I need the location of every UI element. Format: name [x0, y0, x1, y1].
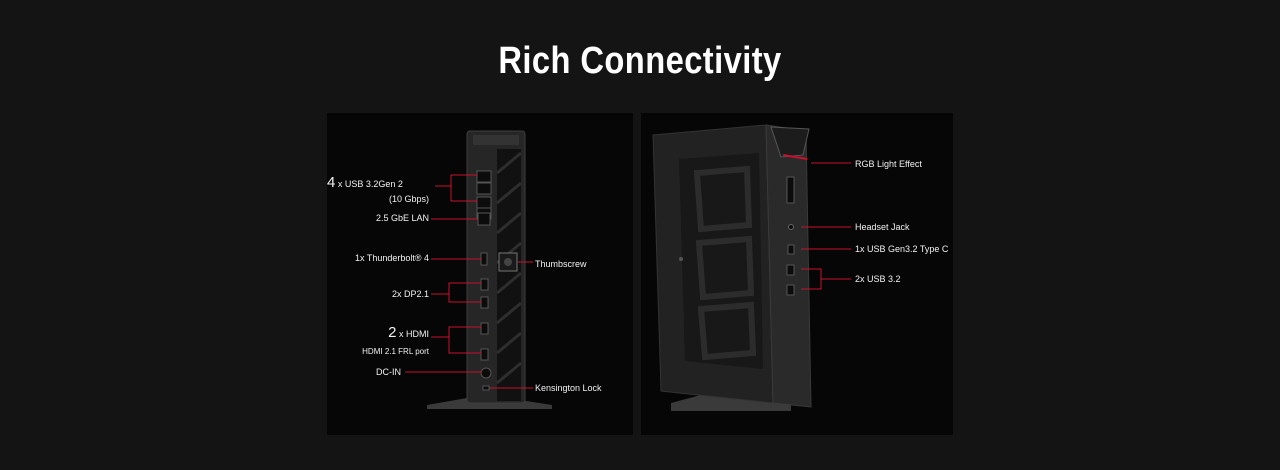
hdmi-count: 2 — [388, 324, 397, 341]
kensington-label: Kensington Lock — [535, 383, 602, 393]
usb-ports-label: 4 x USB 3.2Gen 2 — [327, 174, 403, 191]
thunderbolt-label: 1x Thunderbolt® 4 — [354, 253, 429, 263]
dcin-label: DC-IN — [376, 367, 401, 377]
lan-label: 2.5 GbE LAN — [375, 213, 429, 223]
typec-label: 1x USB Gen3.2 Type C — [855, 244, 949, 254]
usb32-label: 2x USB 3.2 — [855, 274, 901, 284]
rear-device-illustration — [405, 130, 552, 409]
rgb-label: RGB Light Effect — [855, 159, 922, 169]
front-device-illustration — [652, 124, 851, 411]
page-title: Rich Connectivity — [498, 40, 782, 82]
front-view-panel: RGB Light Effect Headset Jack 1x USB Gen… — [641, 113, 953, 435]
hdmi-sub-label: HDMI 2.1 FRL port — [362, 347, 429, 356]
hdmi-text: x HDMI — [399, 329, 429, 339]
dp-label: 2x DP2.1 — [391, 289, 429, 299]
usb-speed-label: (10 Gbps) — [388, 194, 429, 204]
usb-text: x USB 3.2Gen 2 — [337, 179, 403, 189]
headset-label: Headset Jack — [855, 222, 910, 232]
usb-count: 4 — [327, 174, 336, 191]
thumbscrew-label: Thumbscrew — [535, 259, 587, 269]
hdmi-label: 2 x HDMI — [327, 324, 429, 341]
rear-view-panel: 4 x USB 3.2Gen 2 (10 Gbps) 2.5 GbE LAN 1… — [327, 113, 633, 435]
